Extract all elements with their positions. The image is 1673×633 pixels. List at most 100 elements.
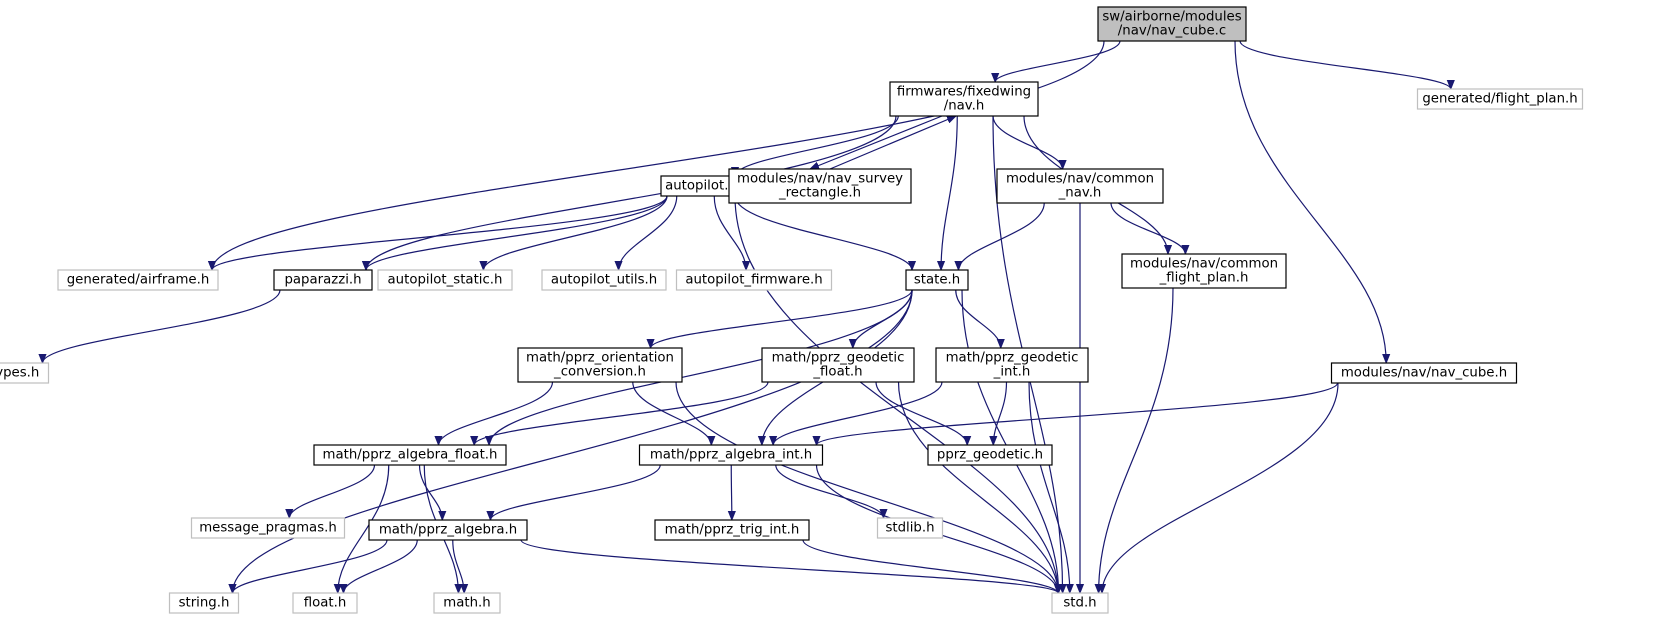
node-inttypes: inttypes.h: [0, 362, 50, 384]
edge-geodetic-float-to-pprz-geodetic: [875, 381, 967, 446]
node-label: _rectangle.h: [778, 186, 861, 201]
node-label: sw/airborne/modules: [1102, 10, 1241, 25]
node-label: autopilot.h: [665, 179, 737, 194]
edge-algebra-to-string: [233, 539, 388, 594]
node-label: message_pragmas.h: [199, 521, 337, 536]
edge-geodetic-int-to-algebra-int: [773, 381, 943, 446]
edge-algebra-float-to-algebra: [418, 464, 443, 521]
node-box: [638, 444, 824, 466]
node-label: math/pprz_geodetic: [772, 351, 905, 366]
node-box: [1051, 592, 1109, 614]
node-algebra-int[interactable]: math/pprz_algebra_int.h: [638, 444, 824, 466]
edge-autopilot-to-std: [734, 195, 1058, 593]
node-label: math/pprz_orientation: [526, 351, 674, 366]
node-label: string.h: [179, 596, 230, 611]
node-airframe: generated/airframe.h: [57, 269, 219, 291]
node-label: inttypes.h: [0, 366, 39, 381]
node-autopilot-firmware: autopilot_firmware.h: [675, 269, 833, 291]
node-state[interactable]: state.h: [905, 269, 969, 291]
edge-orientation-conv-to-std: [675, 381, 1058, 593]
node-flight-plan: generated/flight_plan.h: [1416, 88, 1584, 110]
node-common-nav[interactable]: modules/nav/common_nav.h: [996, 168, 1164, 204]
edge-algebra-to-float: [343, 539, 418, 594]
edge-geodetic-int-to-pprz-geodetic: [993, 381, 1008, 445]
node-box: [876, 517, 944, 539]
node-label: modules/nav/common: [1006, 172, 1154, 187]
node-common-flight-plan[interactable]: modules/nav/common_flight_plan.h: [1121, 253, 1287, 289]
edge-autopilot-to-state: [734, 195, 912, 271]
node-box: [433, 592, 501, 614]
edge-geodetic-float-to-std: [897, 381, 1059, 593]
node-label: generated/flight_plan.h: [1422, 92, 1577, 107]
node-paparazzi[interactable]: paparazzi.h: [273, 269, 373, 291]
node-geodetic-float[interactable]: math/pprz_geodetic_float.h: [761, 347, 915, 383]
node-nav-cube-c[interactable]: sw/airborne/modules/nav/nav_cube.c: [1097, 6, 1247, 42]
edge-algebra-float-to-message-pragmas: [289, 464, 376, 519]
node-box: [1097, 6, 1247, 42]
edge-fixedwing-nav-to-nav-survey-rect: [810, 115, 943, 170]
edge-nav-cube-c-to-flight-plan: [1239, 40, 1451, 90]
node-label: paparazzi.h: [284, 273, 361, 288]
node-stdlib: stdlib.h: [876, 517, 944, 539]
node-box: [368, 519, 528, 541]
edge-common-nav-to-common-flight-plan: [1110, 202, 1185, 255]
node-label: /nav/nav_cube.c: [1118, 24, 1226, 39]
edge-nav-cube-c-to-fixedwing-nav: [995, 40, 1121, 83]
node-label: autopilot_static.h: [388, 273, 503, 288]
node-trig-int[interactable]: math/pprz_trig_int.h: [654, 519, 810, 541]
node-nav-survey-rect[interactable]: modules/nav/nav_survey_rectangle.h: [728, 168, 912, 204]
edge-geodetic-float-to-algebra-float: [474, 381, 769, 446]
node-label: autopilot_firmware.h: [685, 273, 822, 288]
edge-algebra-to-math: [452, 539, 464, 593]
edge-nav-survey-rect-to-fixedwing-nav: [829, 115, 956, 170]
edge-algebra-int-to-trig-int: [731, 464, 732, 520]
node-box: [935, 347, 1089, 383]
node-box: [541, 269, 667, 291]
edge-algebra-to-std: [520, 539, 1058, 594]
node-box: [292, 592, 358, 614]
node-label: _int.h: [993, 365, 1031, 380]
node-label: math/pprz_algebra_float.h: [323, 448, 498, 463]
node-box: [190, 517, 346, 539]
edge-autopilot-to-airframe: [212, 195, 668, 271]
edge-autopilot-to-paparazzi: [366, 195, 668, 271]
edge-fixedwing-nav-to-autopilot: [735, 115, 899, 177]
edge-fixedwing-nav-to-state: [941, 115, 958, 270]
node-pprz-geodetic[interactable]: pprz_geodetic.h: [927, 444, 1053, 466]
node-label: _float.h: [812, 365, 862, 380]
edge-orientation-conv-to-algebra-int: [632, 381, 712, 446]
node-geodetic-int[interactable]: math/pprz_geodetic_int.h: [935, 347, 1089, 383]
node-label: /nav.h: [944, 99, 985, 114]
node-algebra-float[interactable]: math/pprz_algebra_float.h: [313, 444, 507, 466]
node-label: float.h: [304, 596, 347, 611]
edge-state-to-orientation-conv: [651, 289, 913, 349]
node-label: generated/airframe.h: [67, 273, 210, 288]
node-box: [1330, 362, 1518, 384]
edge-nav-cube-c-to-nav-cube-h: [1234, 40, 1386, 363]
edge-nav-cube-c-to-airframe: [212, 40, 1105, 270]
node-autopilot-static: autopilot_static.h: [377, 269, 513, 291]
node-box: [377, 269, 513, 291]
edge-common-flight-plan-to-std: [1099, 287, 1174, 593]
node-label: _conversion.h: [553, 365, 646, 380]
node-box: [313, 444, 507, 466]
node-orientation-conv[interactable]: math/pprz_orientation_conversion.h: [517, 347, 683, 383]
node-box: [517, 347, 683, 383]
node-box: [1121, 253, 1287, 289]
node-fixedwing-nav[interactable]: firmwares/fixedwing/nav.h: [889, 81, 1039, 117]
edge-orientation-conv-to-algebra-float: [439, 381, 554, 446]
edge-paparazzi-to-inttypes: [43, 289, 281, 364]
node-box: [927, 444, 1053, 466]
edge-autopilot-to-autopilot-static: [483, 195, 668, 271]
edge-autopilot-to-autopilot-firmware: [713, 195, 746, 270]
node-label: math.h: [443, 596, 490, 611]
node-algebra[interactable]: math/pprz_algebra.h: [368, 519, 528, 541]
node-nav-cube-h[interactable]: modules/nav/nav_cube.h: [1330, 362, 1518, 384]
node-label: math/pprz_trig_int.h: [665, 523, 800, 538]
edges-layer: [43, 40, 1451, 594]
node-autopilot[interactable]: autopilot.h: [660, 175, 742, 197]
node-label: math/pprz_algebra.h: [379, 523, 517, 538]
node-math: math.h: [433, 592, 501, 614]
node-label: modules/nav/nav_survey: [737, 172, 903, 187]
